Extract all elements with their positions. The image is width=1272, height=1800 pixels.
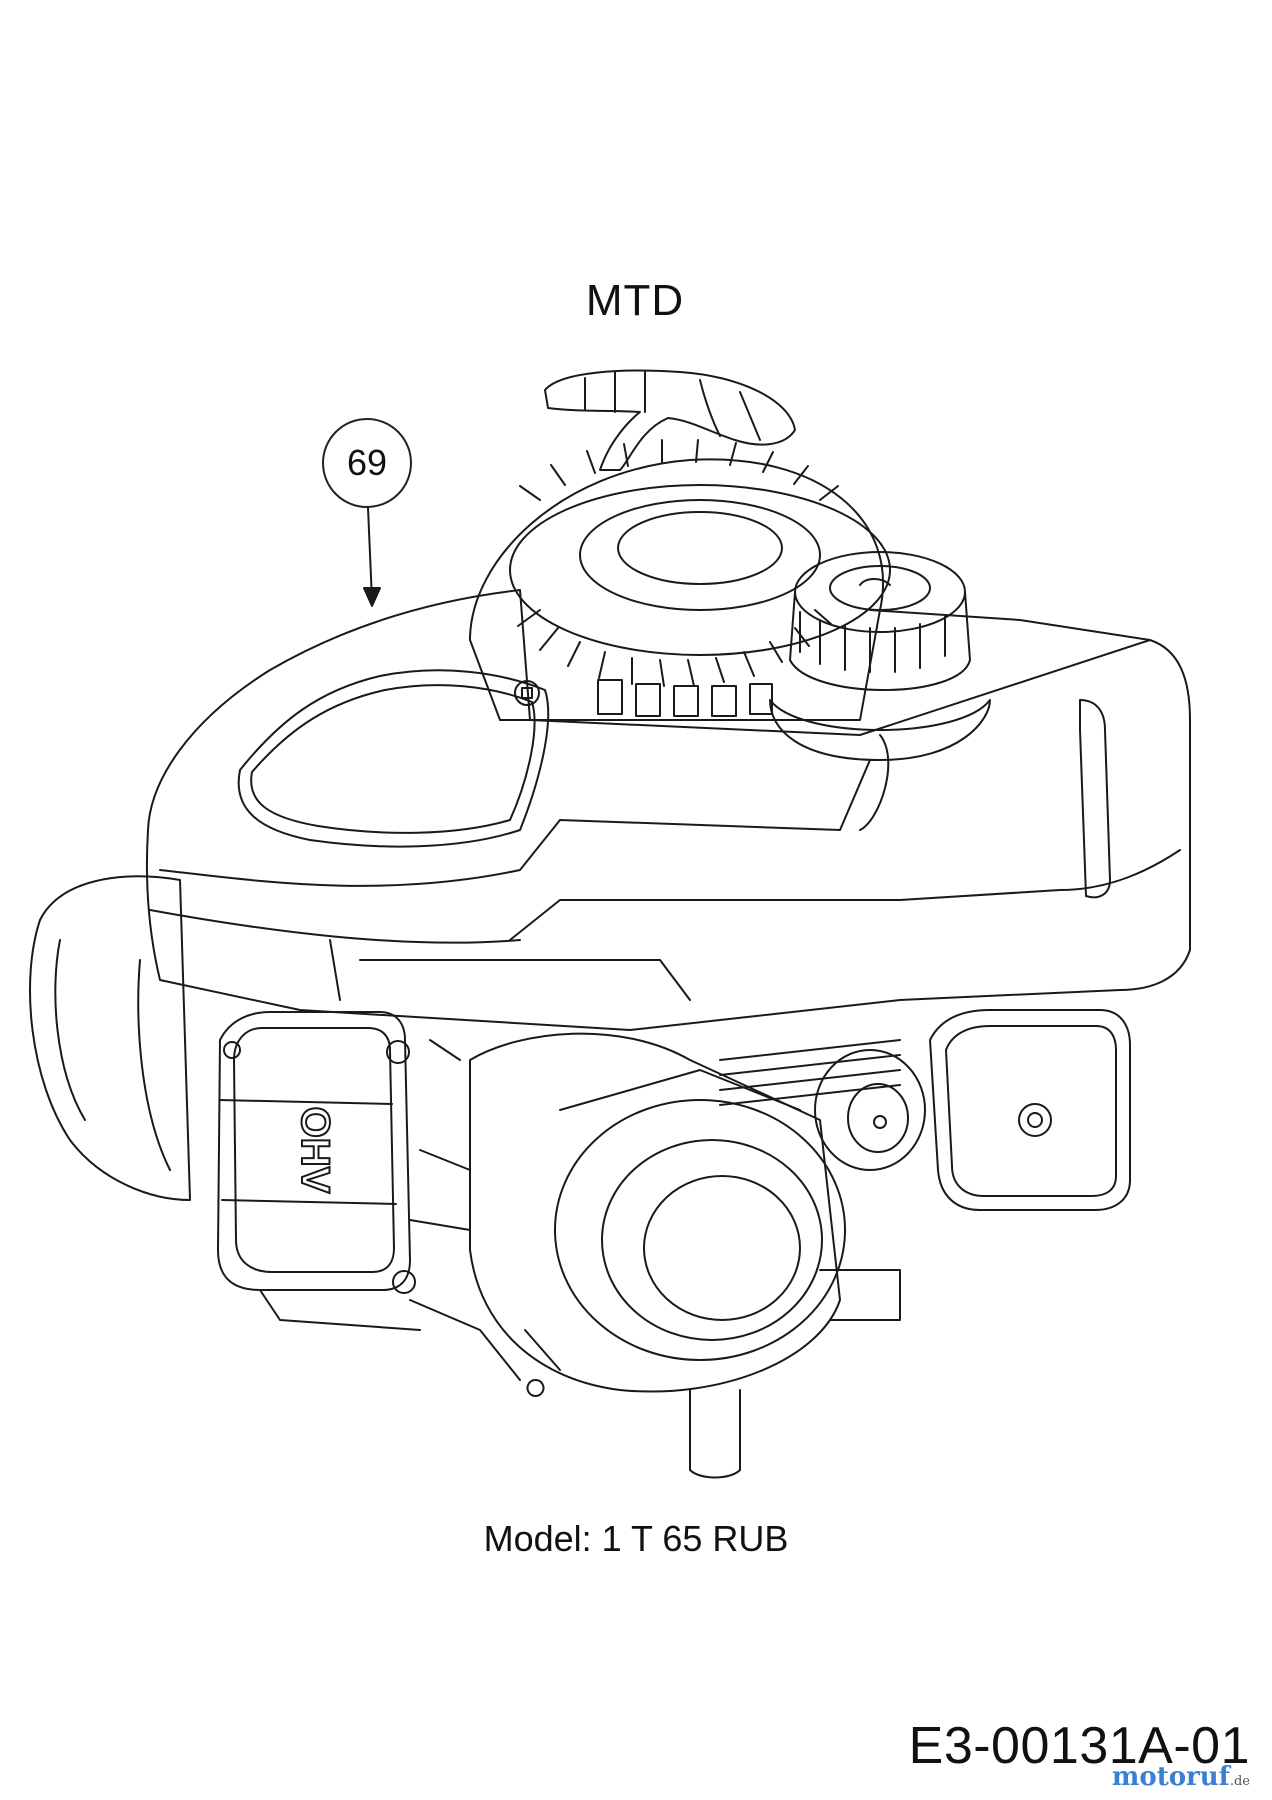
muffler xyxy=(30,876,190,1200)
starter-handle xyxy=(545,371,795,470)
callout-leader-arrow xyxy=(364,508,380,606)
side-cover xyxy=(930,1010,1130,1210)
brand-label: MTD xyxy=(585,276,685,325)
engine-shroud xyxy=(147,590,1190,1030)
model-label: Model: 1 T 65 RUB xyxy=(483,1518,789,1559)
air-filter xyxy=(470,1034,845,1478)
ohv-label: OHV xyxy=(292,1106,338,1195)
callout-69[interactable]: 69 xyxy=(322,418,412,508)
callout-number: 69 xyxy=(346,442,388,483)
drawing-number: E3-00131A-01 xyxy=(908,1717,1250,1775)
watermark-suffix: .de xyxy=(1229,1774,1250,1789)
recoil-starter xyxy=(470,440,890,720)
svg-text:OHV: OHV xyxy=(293,1107,337,1194)
watermark-text: motoruf xyxy=(1111,1762,1230,1792)
watermark: motoruf.de xyxy=(1112,1762,1250,1792)
cylinder-fins xyxy=(720,1040,925,1170)
fuel-cap xyxy=(770,552,990,760)
engine-block xyxy=(260,1040,900,1380)
valve-cover xyxy=(218,1012,415,1293)
